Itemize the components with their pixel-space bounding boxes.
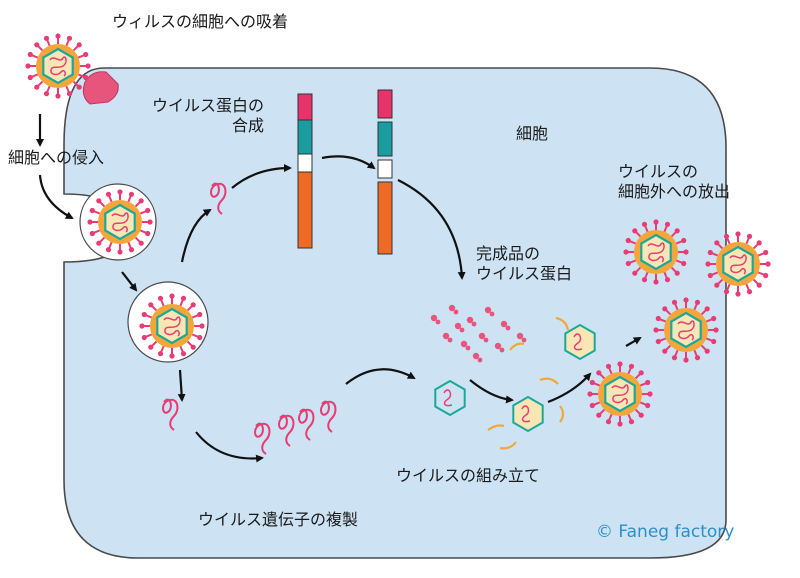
- label-finished-protein: 完成品の ウイルス蛋白: [476, 244, 573, 283]
- protein-bar-icon: [377, 89, 393, 255]
- virus-particle-icon: [652, 296, 720, 364]
- envelope-fragments: [487, 316, 570, 450]
- label-release: ウイルスの 細胞外への放出: [618, 162, 731, 201]
- receptor-icon: [82, 71, 119, 105]
- capsid-hexagon-icon: [434, 379, 466, 417]
- credit-text: © Faneg factory: [596, 522, 735, 542]
- virus-particle-icon: [586, 360, 654, 428]
- label-entry: 細胞への侵入: [8, 148, 105, 167]
- virus-particle-icon: [704, 230, 772, 298]
- label-attachment: ウィルスの細胞への吸着: [112, 12, 289, 31]
- cell-membrane: [63, 67, 727, 559]
- virus-particle-icon: [138, 292, 206, 360]
- capsid-hexagon-icon: [512, 395, 544, 433]
- label-replication: ウイルス遺伝子の複製: [198, 510, 359, 529]
- protein-bar-icon: [297, 93, 313, 249]
- virus-particle-icon: [622, 218, 690, 286]
- virus-particle-icon: [24, 32, 92, 100]
- label-assembly: ウイルスの組み立て: [396, 466, 541, 485]
- label-protein-synthesis: ウイルス蛋白の 合成: [152, 96, 265, 135]
- capsid-hexagon-icon: [564, 323, 596, 361]
- virus-particle-icon: [86, 188, 154, 256]
- label-cell: 細胞: [516, 124, 549, 143]
